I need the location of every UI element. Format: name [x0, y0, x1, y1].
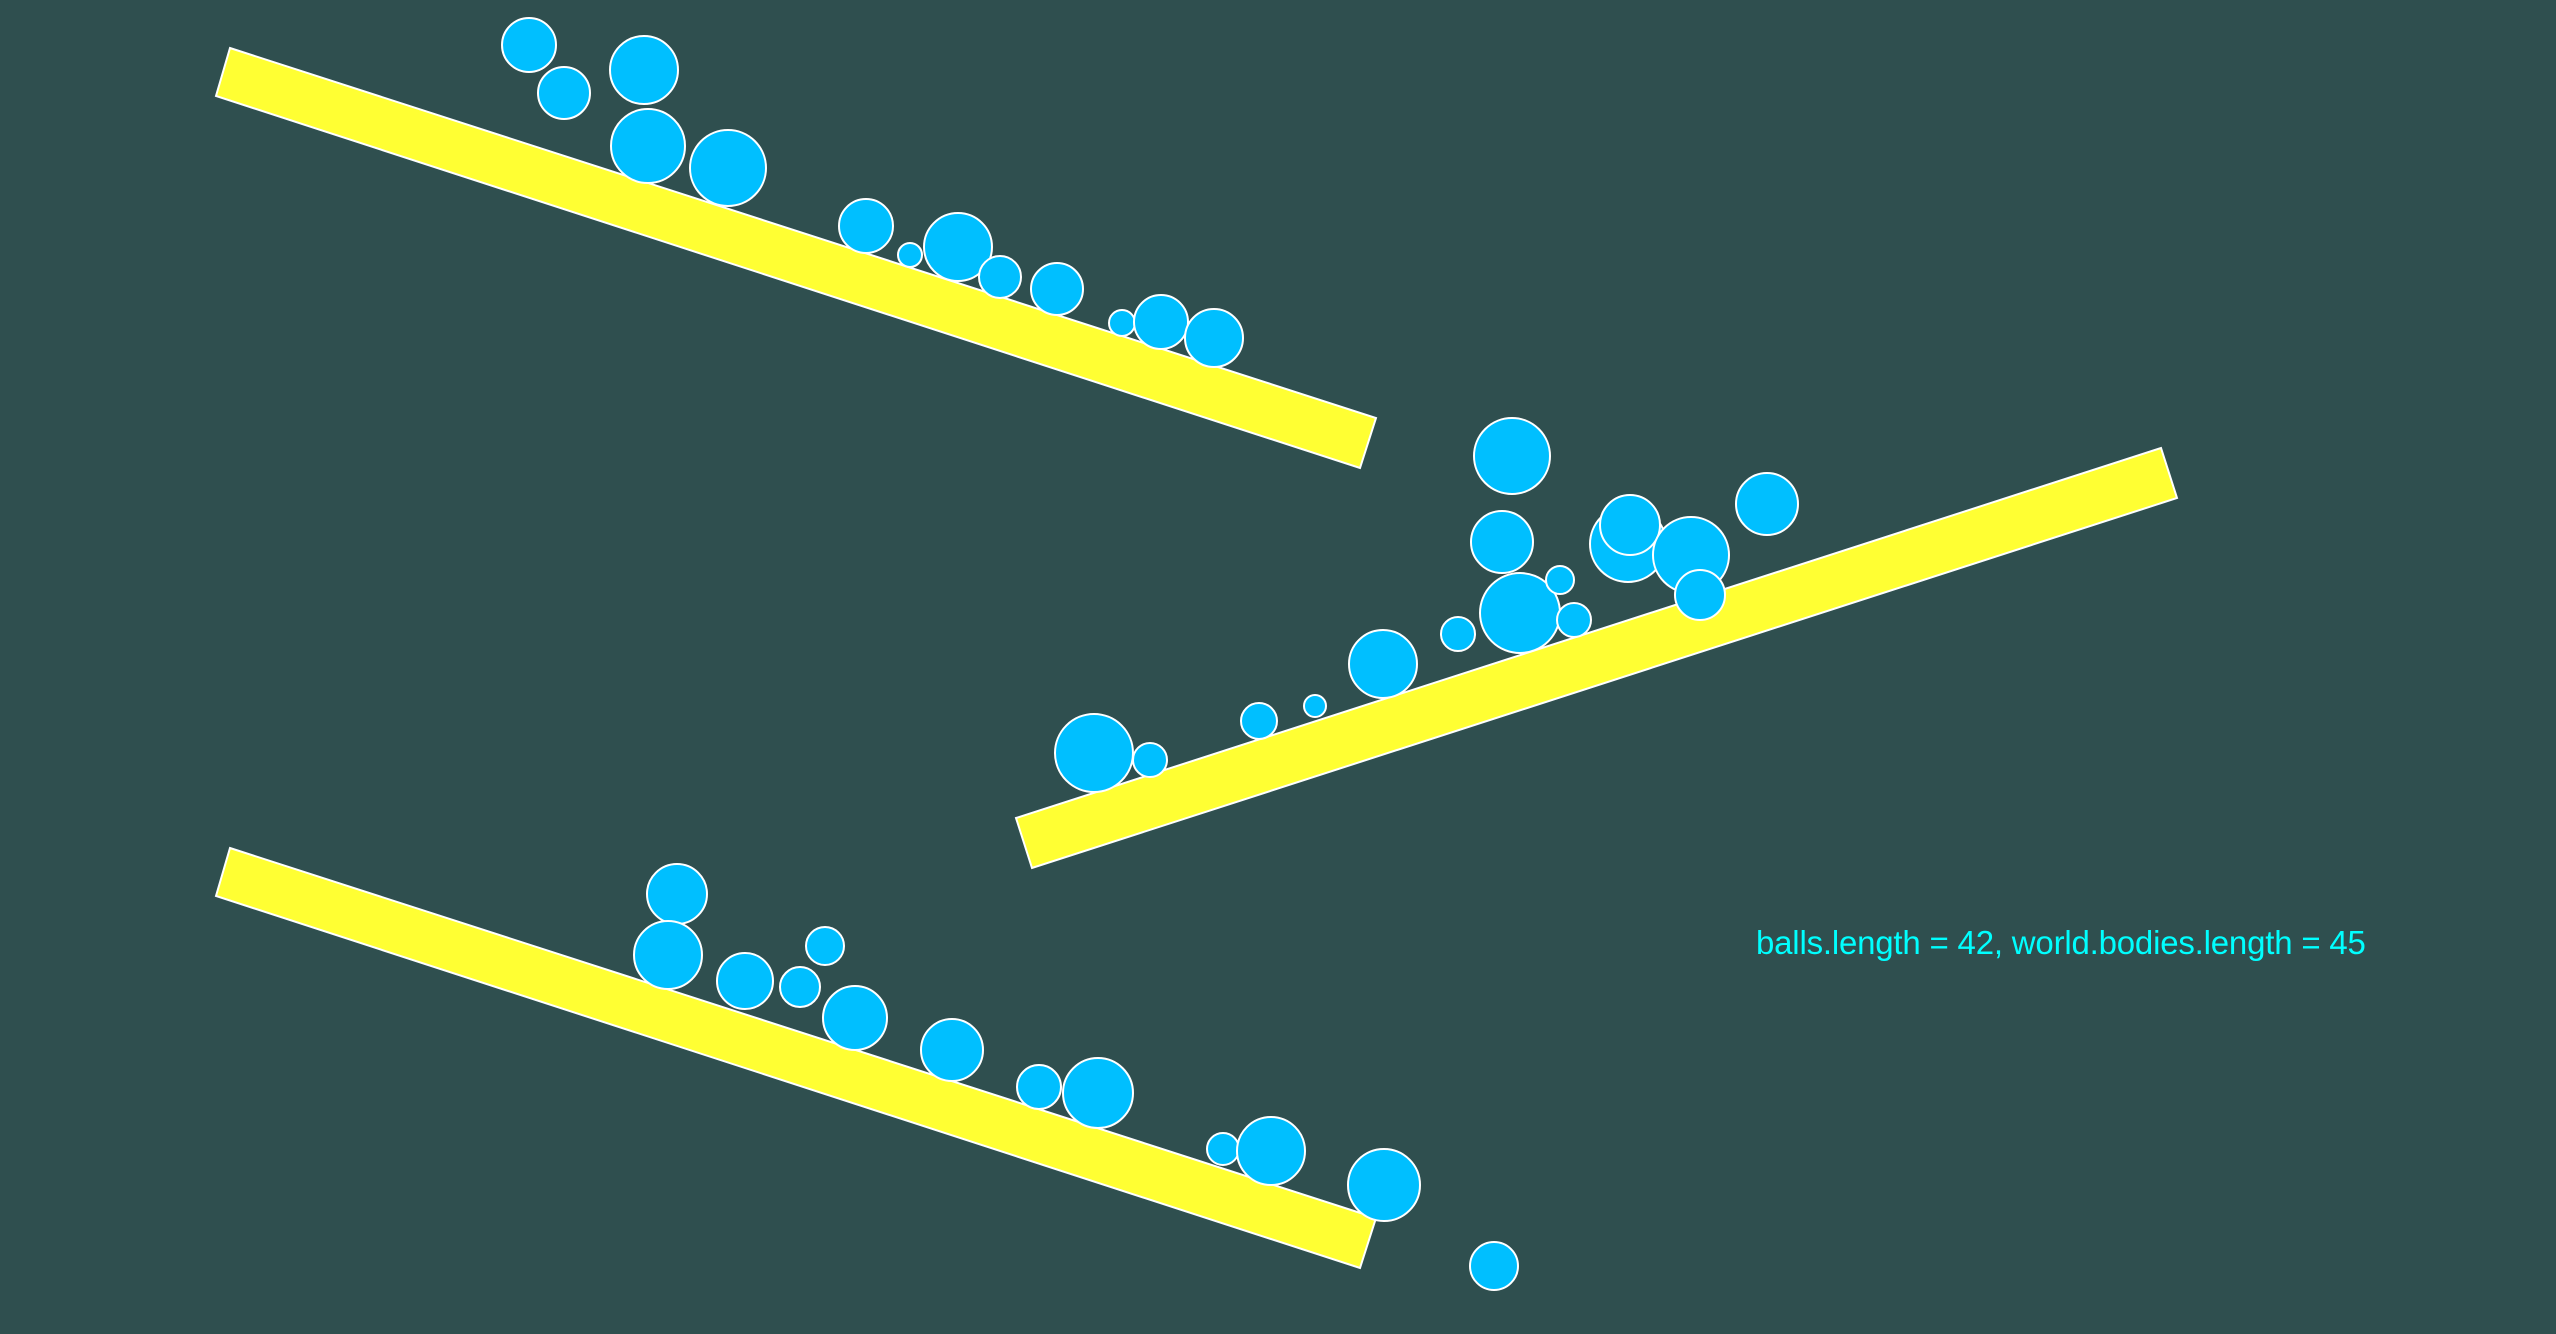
ball [779, 966, 821, 1008]
ball [501, 17, 557, 73]
ball [838, 198, 894, 254]
ball [1348, 629, 1418, 699]
ball [1674, 569, 1726, 621]
platform-1 [214, 46, 1378, 470]
ball [1735, 472, 1799, 536]
ball [920, 1018, 984, 1082]
ball [1470, 510, 1534, 574]
ball [1473, 417, 1551, 495]
ball [923, 212, 993, 282]
ball [1556, 602, 1592, 638]
ball [1108, 309, 1136, 337]
ball [1184, 308, 1244, 368]
ball [1440, 616, 1476, 652]
ball [897, 242, 923, 268]
ball [1132, 742, 1168, 778]
ball [1240, 702, 1278, 740]
ball [1062, 1057, 1134, 1129]
ball [1469, 1241, 1519, 1291]
ball [1206, 1132, 1240, 1166]
ball [537, 66, 591, 120]
debug-readout: balls.length = 42, world.bodies.length =… [1756, 924, 2366, 961]
ball [716, 952, 774, 1010]
ball [1016, 1064, 1062, 1110]
ball [1236, 1116, 1306, 1186]
ball [1133, 294, 1189, 350]
ball [978, 255, 1022, 299]
ball [1599, 494, 1661, 556]
platform-2 [1014, 446, 2179, 870]
ball [633, 920, 703, 990]
ball [610, 108, 686, 184]
ball [1054, 713, 1134, 793]
ball [805, 926, 845, 966]
ball [822, 985, 888, 1051]
ball [646, 863, 708, 925]
balls-layer [501, 17, 1799, 1291]
platforms-layer [214, 46, 2179, 1270]
platform-3 [214, 846, 1378, 1270]
ball [1303, 694, 1327, 718]
ball [1545, 565, 1575, 595]
ball [609, 35, 679, 105]
ball [689, 129, 767, 207]
ball [1347, 1148, 1421, 1222]
ball [1030, 262, 1084, 316]
